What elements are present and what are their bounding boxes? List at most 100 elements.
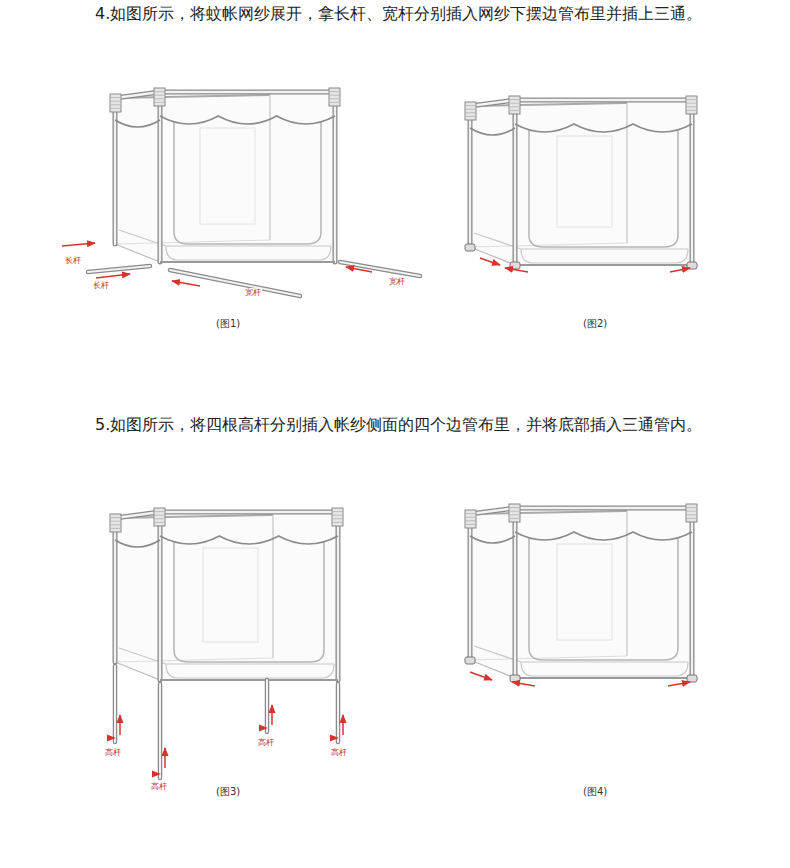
pole-inner [515,507,692,509]
step-instruction: 4.如图所示，将蚊帐网纱展开，拿长杆、宽杆分别插入网纱下摆边管布里并插上三通。 [95,4,736,25]
door-zip [529,130,678,247]
rod [336,684,341,742]
valance-front [160,536,338,544]
pole-inner [160,511,338,513]
back-pole [626,103,628,243]
strap-stripe [155,518,164,519]
valance-side [115,120,160,127]
strap-stripe [687,110,696,111]
side-bottom [470,247,515,265]
pole [468,106,473,247]
pole [115,512,160,518]
strap-stripe [687,99,696,100]
tee-joint [465,244,475,251]
strap-stripe [510,103,519,104]
rod-inner [266,680,268,732]
strap-stripe [111,108,120,109]
side-bottom [115,662,160,680]
insert-arrow [271,705,273,725]
rod-inner [88,266,150,272]
strap-stripe [687,106,696,107]
pole [160,510,338,515]
strap [465,102,476,120]
tee-joint [687,675,697,682]
insert-arrow [480,258,500,265]
back-panel [557,136,612,227]
strap-stripe [111,524,120,525]
tee-joint [510,675,520,682]
strap-stripe [466,513,475,514]
rod [88,266,150,272]
strap-stripe [510,110,519,111]
strap [110,514,121,532]
part-label: 高杆 [104,748,122,758]
part-label: 高杆 [330,748,348,758]
insert-arrow [164,748,166,768]
strap [509,504,520,522]
strap-stripe [111,97,120,98]
strap-stripe [111,528,120,529]
pole [113,518,118,662]
side-bottom [115,244,160,262]
door-zip [174,122,321,244]
insert-arrow [668,682,690,686]
insert-arrow [119,715,121,735]
rod [340,262,420,276]
strap-stripe [466,520,475,521]
strap-stripe [111,517,120,518]
pole-inner [159,92,161,262]
valance-front [515,532,692,540]
strap [686,504,697,522]
insert-arrow [342,715,344,735]
part-label: 宽杆 [244,288,262,298]
figure-caption: (图4) [583,786,607,798]
insert-arrow [512,682,535,686]
side-bottom [470,660,515,678]
strap-stripe [155,511,164,512]
strap-stripe [466,517,475,518]
tee-joint [510,262,520,269]
rod-inner [337,684,339,742]
pole-inner [115,92,160,98]
strap [465,510,476,528]
back-pole [272,515,274,658]
strap-stripe [155,522,164,523]
pole [468,514,473,660]
strap-stripe [510,514,519,515]
strap-stripe [330,102,339,103]
pole-inner [469,106,471,247]
net-mesh [115,92,335,262]
insert-arrow [346,267,372,272]
strap [154,88,165,106]
insert-arrow [172,281,200,286]
pole-inner [470,508,515,514]
mosquito-net [465,96,697,269]
mattress [474,646,688,676]
strap-stripe [466,105,475,106]
part-label: 高杆 [257,738,275,748]
pole-inner [470,100,515,106]
part-label: 宽杆 [388,277,406,287]
strap [332,508,343,526]
strap-stripe [333,518,342,519]
pole-inner [514,508,516,678]
bottom-rail [515,677,692,679]
door-zip [529,538,678,660]
strap-stripe [155,515,164,516]
figure-caption: (图3) [216,786,240,798]
net-mesh [470,100,692,265]
pole [113,98,118,244]
strap-stripe [155,98,164,99]
strap [329,88,340,106]
mattress [474,233,688,263]
strap-stripe [466,112,475,113]
strap-stripe [466,524,475,525]
strap-stripe [510,507,519,508]
mosquito-net [110,508,343,680]
strap-stripe [155,95,164,96]
part-label: 长杆 [92,281,110,291]
mosquito-net [465,504,697,682]
pole-inner [115,512,160,518]
pole-inner [515,99,692,101]
strap-stripe [330,95,339,96]
